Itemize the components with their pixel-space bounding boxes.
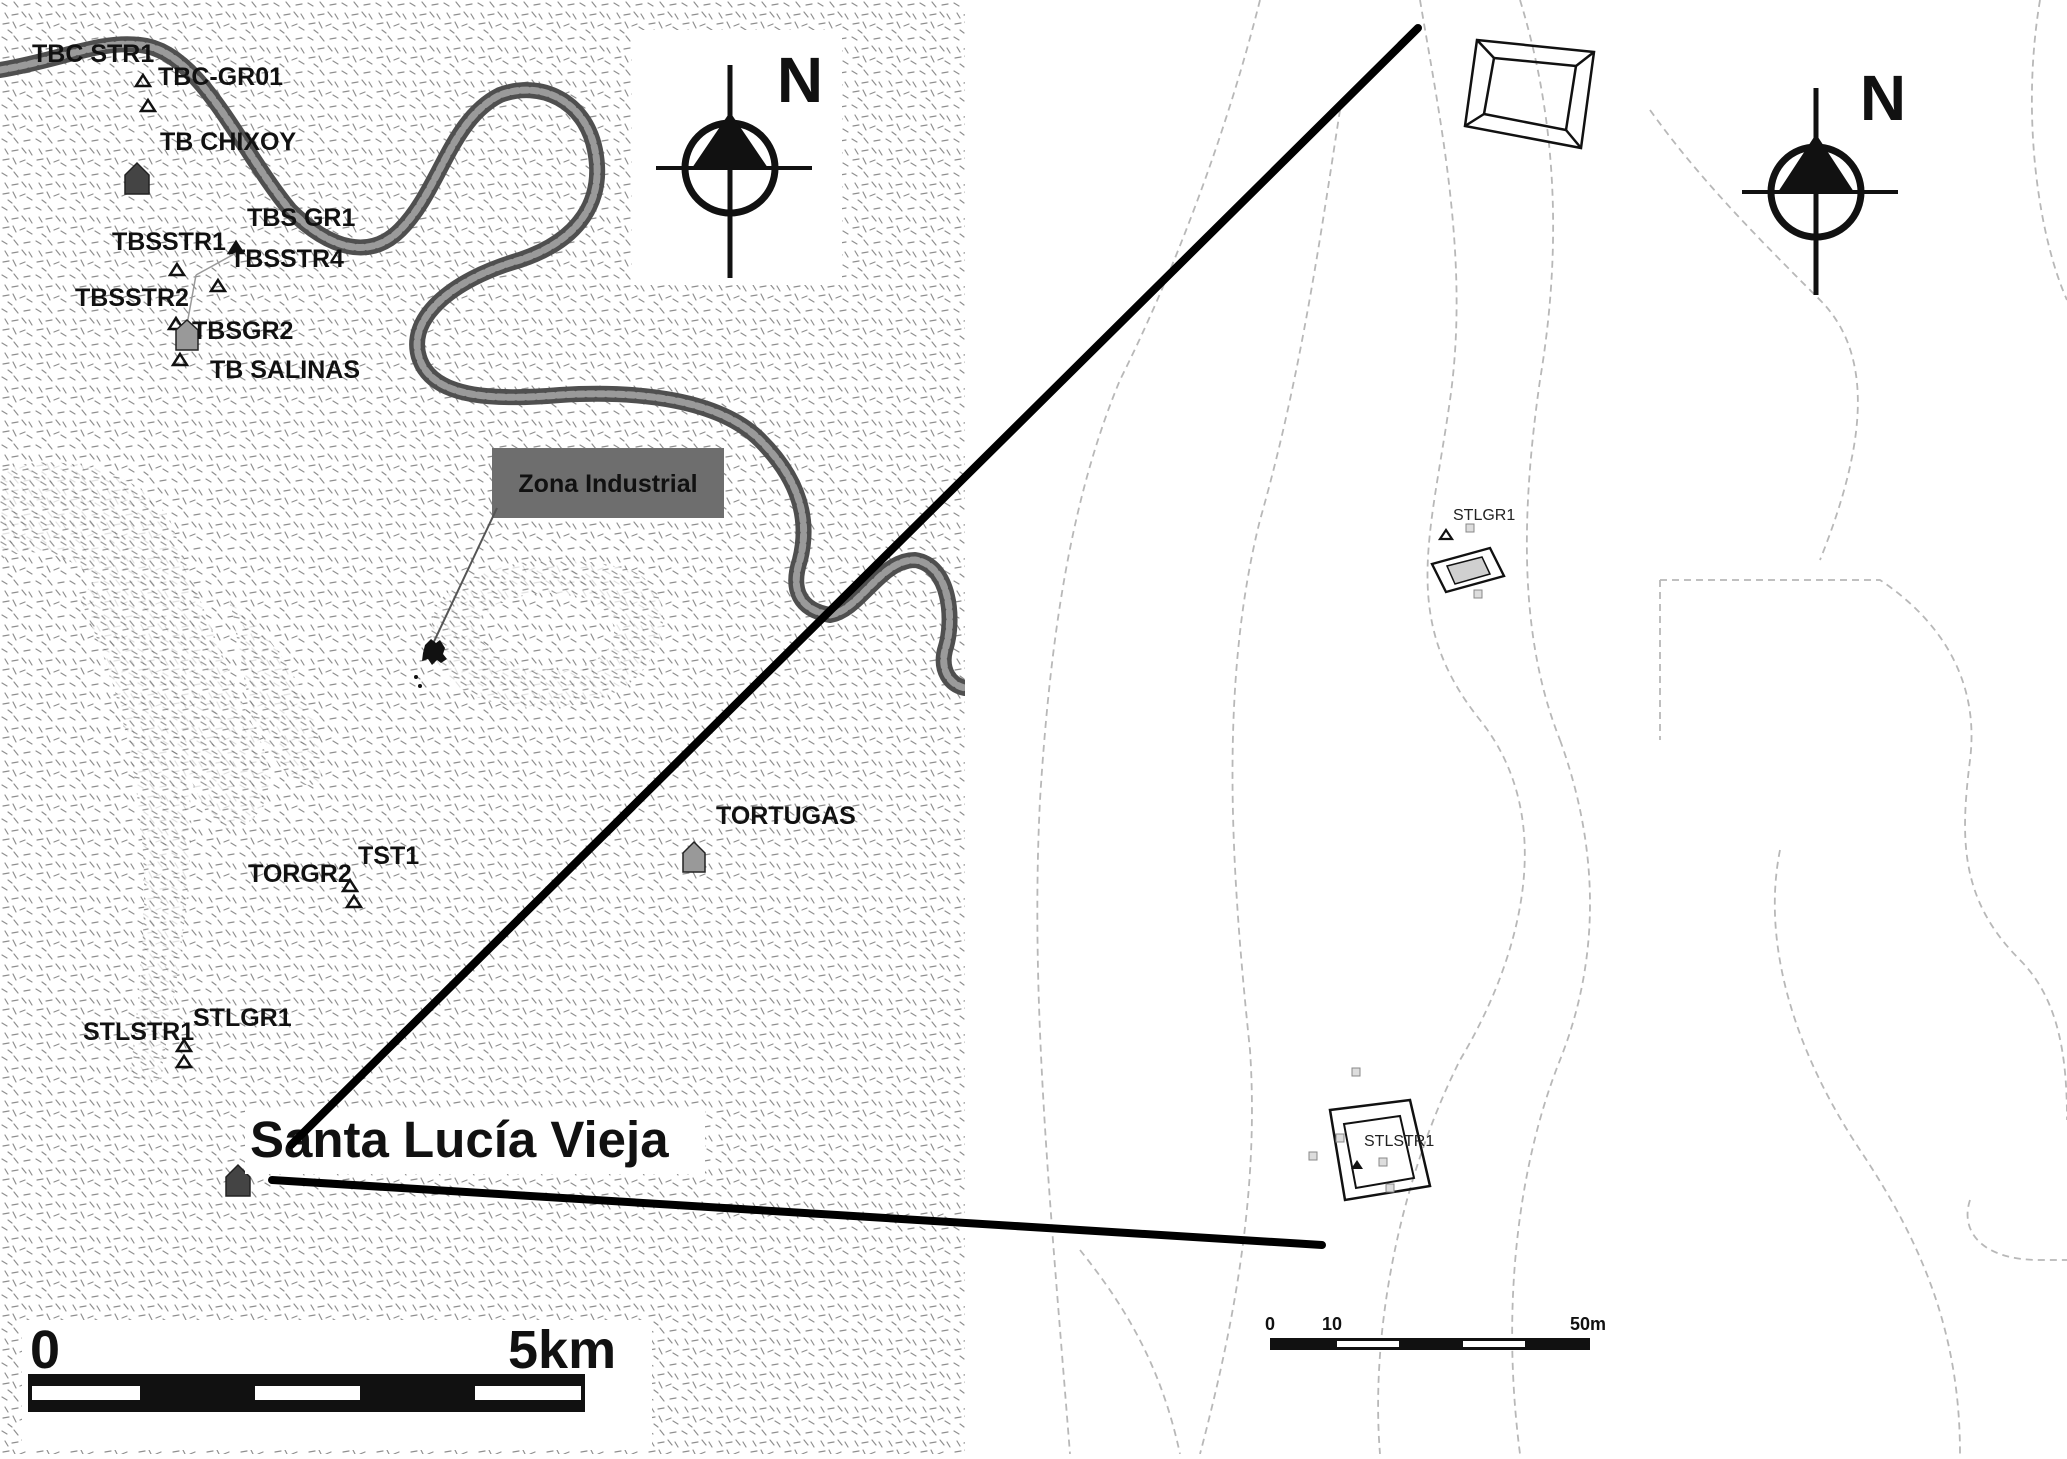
site-triangle [340,877,360,893]
site-label-stlstr1: STLSTR1 [83,1018,194,1046]
scale-bar-detail: 0 10 50m [1265,1314,1606,1350]
site-label-stlgr1: STLGR1 [193,1004,292,1032]
scale-bar-regional: 0 5km [22,1320,652,1450]
regional-map: N Zona Industrial [0,0,973,1454]
site-label-tortugas: TORTUGAS [716,802,856,830]
scale-end-label: 5km [508,1320,616,1380]
scale-mid-label: 10 [1322,1314,1342,1334]
site-label-tbsstr2: TBSSTR2 [75,284,189,312]
house-icon [124,161,150,195]
zona-industrial-callout: Zona Industrial [414,448,724,688]
scale-start-label: 0 [1265,1314,1275,1334]
hill-slope-texture [0,462,663,1080]
detail-label-stlstr1: STLSTR1 [1364,1133,1434,1150]
site-triangle [167,261,187,277]
site-label-torgr2: TORGR2 [248,860,352,888]
site-label-tbsstr1: TBSSTR1 [112,228,226,256]
site-triangle [138,97,158,113]
river [0,36,973,696]
north-label: N [777,44,823,116]
zoom-connector-lines [268,24,1422,1249]
site-triangle [174,1037,194,1053]
site-label-tb-salinas: TB SALINAS [210,356,360,384]
site-label-tst1: TST1 [358,842,419,870]
detail-map: N STLGR1 STLSTR1 [965,0,2067,1455]
site-label-tbc-str1: TBC STR1 [32,40,154,68]
house-icon [225,1163,251,1197]
site-labels: TBC STR1 TBC-GR01 TB CHIXOY TBS GR1 TBSS… [32,40,856,1046]
stlgr1-structure: STLGR1 [1430,507,1515,599]
site-triangle [208,277,228,293]
site-triangle [344,893,364,909]
site-triangle [133,72,153,88]
site-label-tbs-gr1: TBS GR1 [247,204,355,232]
scale-start-label: 0 [30,1320,60,1380]
north-arrow-regional: N [632,30,842,285]
detail-label-stlgr1: STLGR1 [1453,507,1515,524]
structure-outline [1463,38,1596,150]
scale-end-label: 50m [1570,1314,1606,1334]
house-icon [682,840,706,873]
north-arrow-detail: N [1742,62,1906,295]
site-triangle [170,351,190,367]
site-label-tbc-gr01: TBC-GR01 [158,63,283,91]
site-label-tbsgr2: TBSGR2 [192,317,293,345]
site-label-tb-chixoy: TB CHIXOY [160,128,296,156]
town-markers [124,161,706,1197]
north-label: N [1860,62,1906,134]
stlstr1-structure: STLSTR1 [1308,1067,1434,1202]
zona-industrial-label: Zona Industrial [518,470,697,498]
contour-lines [1036,0,2067,1455]
site-label-tbsstr4: TBSSTR4 [230,245,344,273]
industrial-cluster [422,639,447,665]
house-icon [175,318,199,351]
site-triangle [174,1053,194,1069]
